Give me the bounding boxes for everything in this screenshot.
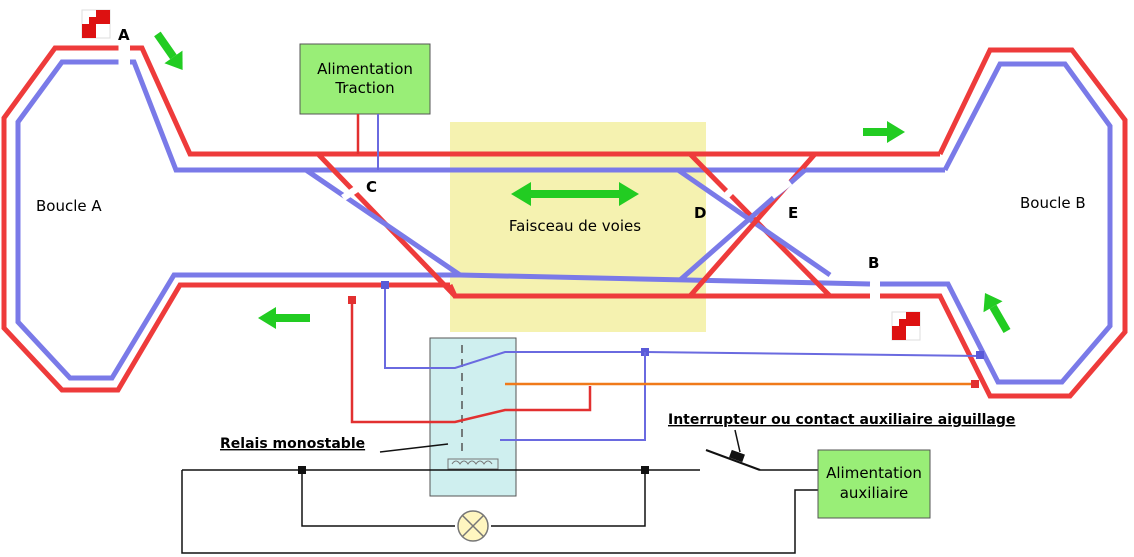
direction-arrow-icon bbox=[983, 292, 1011, 334]
aux-power-box bbox=[817, 449, 931, 519]
direction-arrow-icon bbox=[154, 31, 183, 71]
direction-arrow-icon bbox=[258, 307, 310, 329]
top-track-left bbox=[130, 45, 945, 173]
double-arrow-icon bbox=[511, 182, 639, 206]
relay-annotation: Relais monostable bbox=[220, 436, 365, 452]
yard-label: Faisceau de voies bbox=[509, 217, 641, 235]
loop-a-track bbox=[1, 40, 460, 393]
traction-power-label-1: Alimentation bbox=[317, 60, 413, 78]
loop-b-track bbox=[880, 47, 1128, 399]
point-a-label: A bbox=[118, 26, 130, 44]
point-b-label: B bbox=[868, 254, 879, 272]
crossover-c bbox=[304, 152, 462, 298]
traction-power-label-2: Traction bbox=[334, 79, 394, 97]
aux-power-label-2: auxiliaire bbox=[840, 484, 909, 502]
aux-switch bbox=[705, 449, 761, 471]
traction-power-box bbox=[299, 43, 431, 115]
checkered-signal-icon bbox=[891, 311, 921, 341]
lamp-icon bbox=[457, 510, 489, 542]
point-e-label: E bbox=[788, 204, 798, 222]
point-c-label: C bbox=[366, 178, 377, 196]
loop-b-label: Boucle B bbox=[1020, 194, 1086, 212]
aux-power-label-1: Alimentation bbox=[826, 464, 922, 482]
relay-coil bbox=[447, 458, 499, 470]
checkered-signal-icon bbox=[81, 9, 111, 39]
crossover-d-e bbox=[676, 152, 832, 298]
direction-arrow-icon bbox=[863, 121, 905, 143]
loop-a-label: Boucle A bbox=[36, 197, 102, 215]
switch-annotation: Interrupteur ou contact auxiliaire aigui… bbox=[668, 412, 1015, 428]
point-d-label: D bbox=[694, 204, 706, 222]
